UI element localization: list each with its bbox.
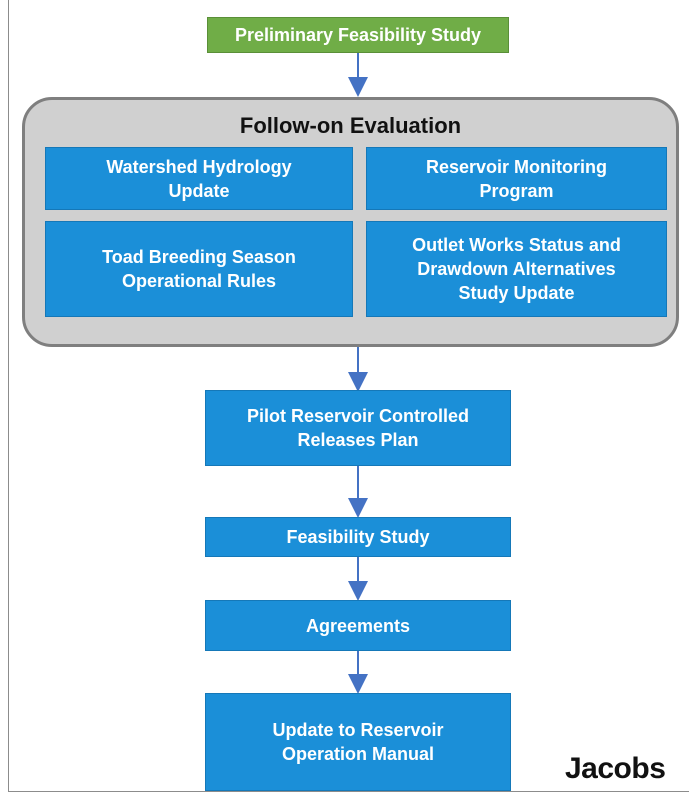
toad-breeding-season-label: Toad Breeding Season Operational Rules bbox=[102, 247, 296, 291]
feasibility-study-label: Feasibility Study bbox=[286, 527, 430, 547]
pilot-reservoir-releases-box: Pilot Reservoir Controlled Releases Plan bbox=[205, 390, 511, 466]
update-reservoir-manual-box: Update to Reservoir Operation Manual bbox=[205, 693, 511, 791]
reservoir-monitoring-program-box: Reservoir Monitoring Program bbox=[366, 147, 667, 210]
pilot-reservoir-releases-label: Pilot Reservoir Controlled Releases Plan bbox=[246, 406, 470, 450]
reservoir-monitoring-program-label: Reservoir Monitoring Program bbox=[425, 156, 608, 201]
preliminary-feasibility-study-label: Preliminary Feasibility Study bbox=[234, 25, 482, 45]
preliminary-feasibility-study-box: Preliminary Feasibility Study bbox=[207, 17, 509, 53]
jacobs-logo: Jacobs bbox=[565, 752, 666, 785]
follow-on-evaluation-title: Follow-on Evaluation bbox=[239, 113, 462, 138]
watershed-hydrology-update-label: Watershed Hydrology Update bbox=[106, 156, 292, 201]
page-frame bbox=[8, 0, 689, 792]
update-reservoir-manual-label: Update to Reservoir Operation Manual bbox=[272, 720, 444, 764]
feasibility-study-box: Feasibility Study bbox=[205, 517, 511, 557]
watershed-hydrology-update-box: Watershed Hydrology Update bbox=[45, 147, 353, 210]
agreements-label: Agreements bbox=[305, 615, 411, 636]
outlet-works-status-box: Outlet Works Status and Drawdown Alterna… bbox=[366, 221, 667, 317]
agreements-box: Agreements bbox=[205, 600, 511, 651]
toad-breeding-season-box: Toad Breeding Season Operational Rules bbox=[45, 221, 353, 317]
outlet-works-status-label: Outlet Works Status and Drawdown Alterna… bbox=[412, 235, 621, 303]
